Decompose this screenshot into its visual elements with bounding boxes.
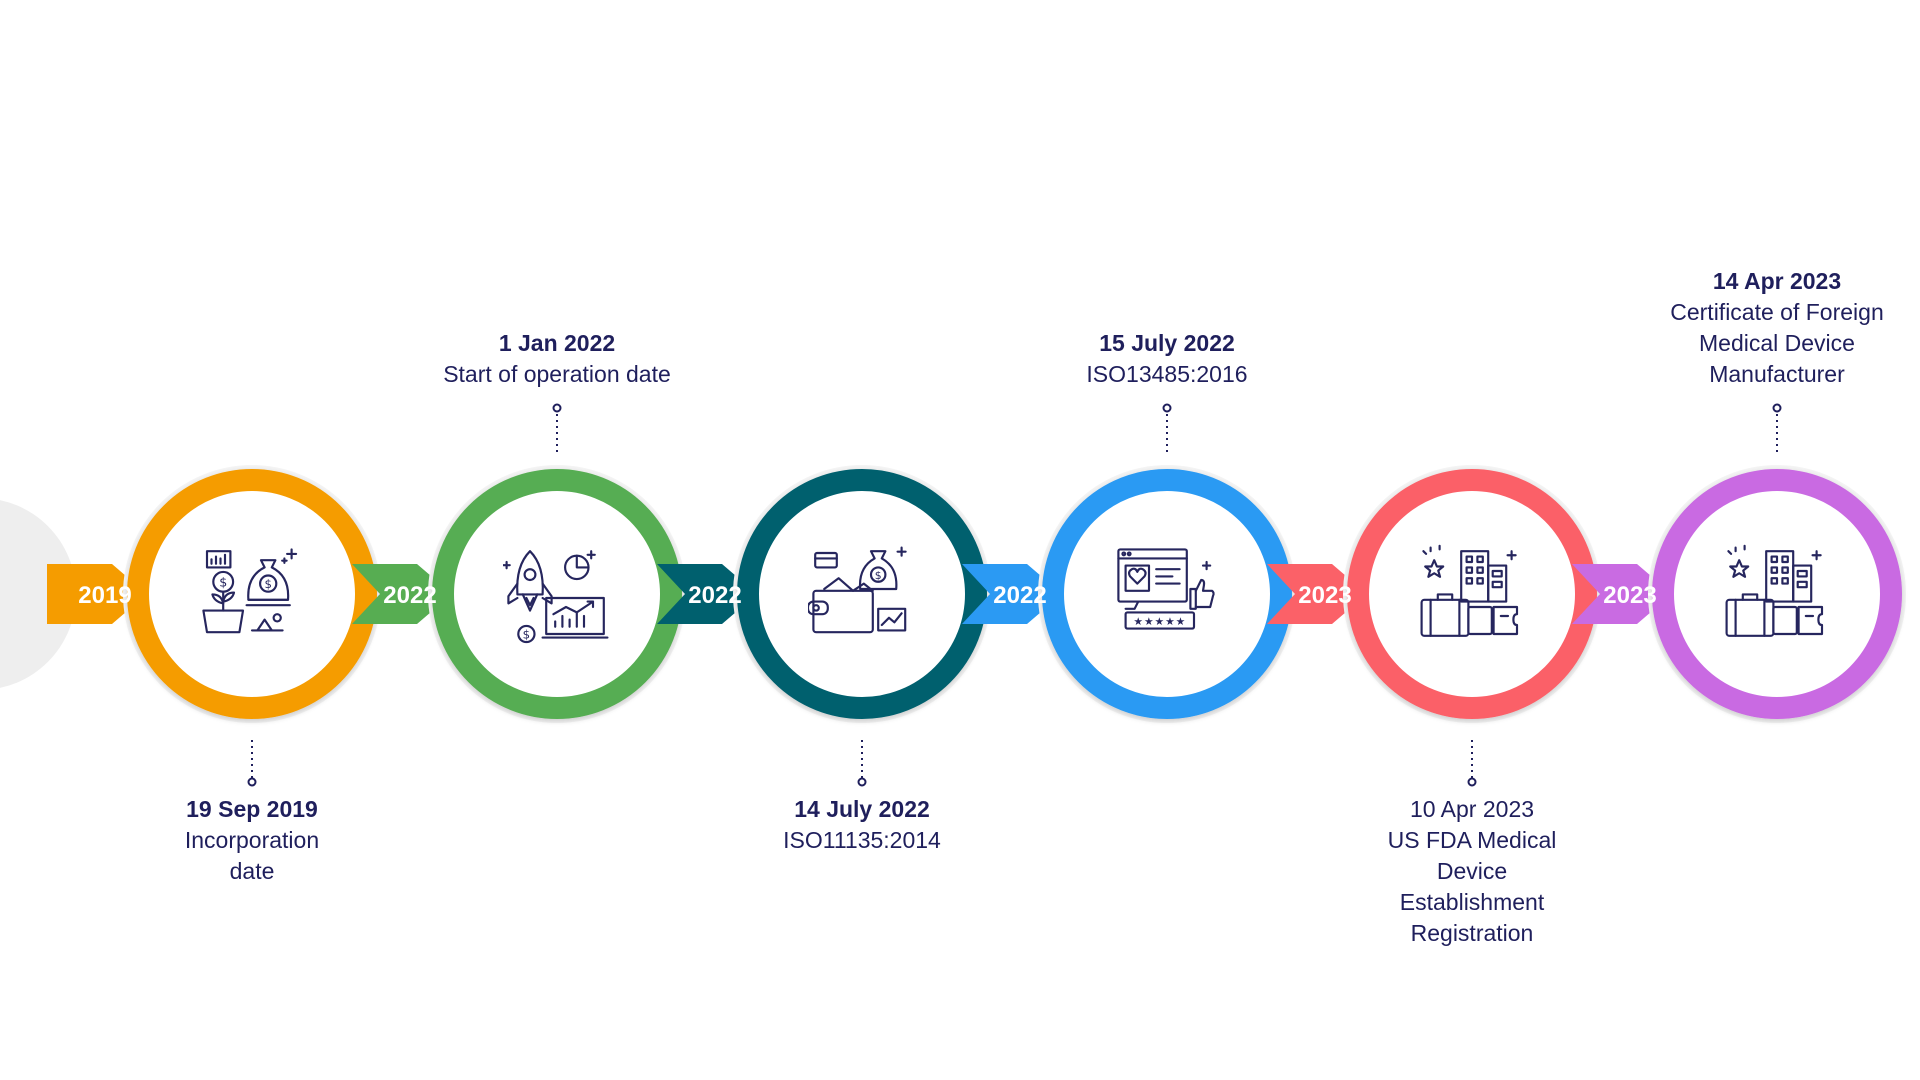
ring-inner	[1371, 493, 1573, 695]
year-label: 2023	[1298, 582, 1351, 609]
milestone-date: 19 Sep 2019	[186, 796, 318, 822]
ring-inner	[456, 493, 658, 695]
ring-inner	[1066, 493, 1268, 695]
year-arrow	[657, 564, 757, 624]
connector-dot	[1467, 777, 1477, 787]
connector-dot	[857, 777, 867, 787]
year-label: 2022	[688, 582, 741, 609]
milestone-date: 10 Apr 2023	[1409, 796, 1535, 822]
year-arrow	[352, 564, 452, 624]
year-arrow	[1267, 564, 1367, 624]
connector-dot	[1162, 403, 1172, 413]
milestone-description: ISO13485:2016	[1086, 361, 1248, 387]
ring-inner	[761, 493, 963, 695]
milestone-5: 2023	[1267, 465, 1601, 787]
milestone-date: 14 Apr 2023	[1712, 268, 1842, 294]
connector-dot	[247, 777, 257, 787]
connector-dot	[1772, 403, 1782, 413]
milestone-6: 2023	[1572, 403, 1906, 723]
milestone-1: 2019	[47, 465, 381, 787]
year-label: 2022	[993, 582, 1046, 609]
ring-inner	[1676, 493, 1878, 695]
milestone-3: 2022	[657, 465, 991, 787]
year-label: 2019	[78, 582, 131, 609]
milestone-description: Certificate of Foreign Medical Device Ma…	[1670, 299, 1884, 387]
milestone-4: 2022	[962, 403, 1296, 723]
decorative-half-circle	[0, 500, 76, 688]
connector-dot	[552, 403, 562, 413]
milestone-2: 2022	[352, 403, 686, 723]
milestone-description: US FDA Medical Device Establishment Regi…	[1387, 827, 1557, 946]
year-arrow	[1572, 564, 1672, 624]
milestone-description: ISO11135:2014	[783, 827, 941, 853]
milestone-label: 10 Apr 2023 US FDA Medical Device Establi…	[1312, 794, 1632, 949]
year-arrow	[47, 564, 147, 624]
milestone-description: Incorporation date	[184, 827, 320, 884]
year-label: 2022	[383, 582, 436, 609]
year-arrow	[962, 564, 1062, 624]
milestone-date: 15 July 2022	[1099, 330, 1235, 356]
ring-inner	[151, 493, 353, 695]
milestone-date: 14 July 2022	[794, 796, 930, 822]
milestone-description: Start of operation date	[443, 361, 671, 387]
milestone-date: 1 Jan 2022	[498, 330, 616, 356]
year-label: 2023	[1603, 582, 1656, 609]
